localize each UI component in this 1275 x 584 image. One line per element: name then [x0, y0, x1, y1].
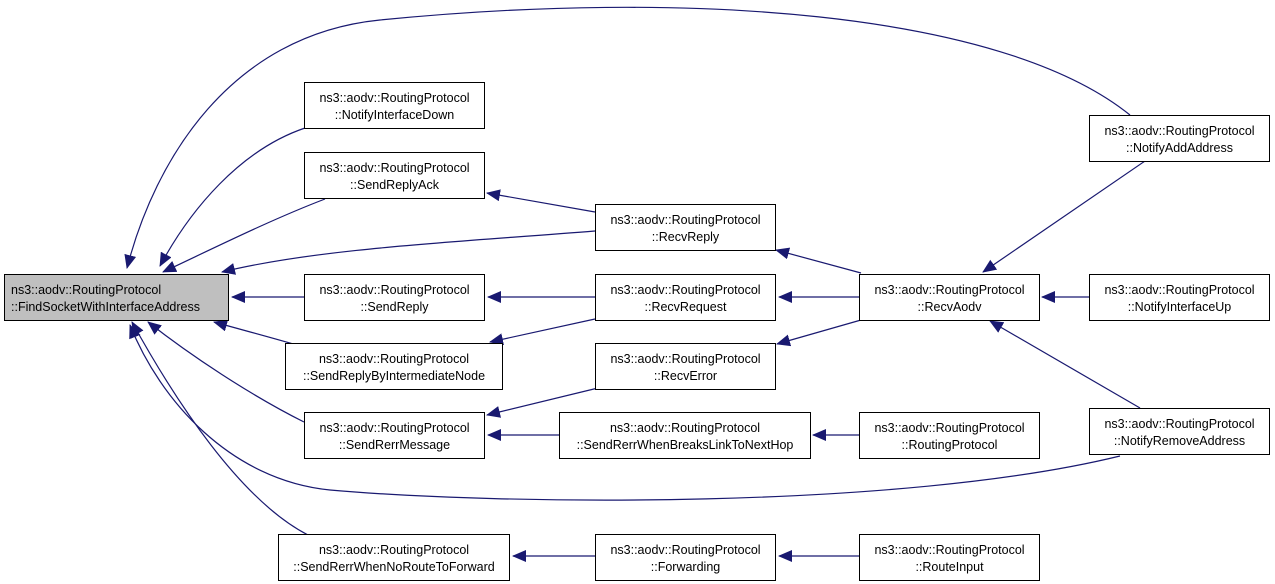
node-method-label: ::RecvAodv — [917, 300, 982, 314]
node-method-label: ::RouteInput — [915, 560, 984, 574]
node-method-label: ::FindSocketWithInterfaceAddress — [11, 300, 200, 314]
node-route-input[interactable]: ns3::aodv::RoutingProtocol ::RouteInput — [859, 534, 1040, 581]
node-class-label: ns3::aodv::RoutingProtocol — [318, 543, 470, 557]
edge-recv-aodv-to-recv-error — [776, 319, 862, 347]
node-send-reply-by-intermediate-node[interactable]: ns3::aodv::RoutingProtocol ::SendReplyBy… — [285, 343, 503, 390]
node-class-label: ns3::aodv::RoutingProtocol — [318, 352, 470, 366]
node-class-label: ns3::aodv::RoutingProtocol — [610, 213, 761, 227]
node-class-label: ns3::aodv::RoutingProtocol — [1104, 283, 1255, 297]
node-class-label: ns3::aodv::RoutingProtocol — [610, 352, 761, 366]
node-class-label: ns3::aodv::RoutingProtocol — [319, 283, 470, 297]
node-class-label: ns3::aodv::RoutingProtocol — [609, 421, 761, 435]
node-class-label: ns3::aodv::RoutingProtocol — [1104, 124, 1255, 138]
node-recv-request[interactable]: ns3::aodv::RoutingProtocol ::RecvRequest — [595, 274, 776, 321]
node-send-reply[interactable]: ns3::aodv::RoutingProtocol ::SendReply — [304, 274, 485, 321]
node-method-label: ::NotifyRemoveAddress — [1113, 434, 1246, 448]
node-notify-remove-address[interactable]: ns3::aodv::RoutingProtocol ::NotifyRemov… — [1089, 408, 1270, 455]
node-recv-error[interactable]: ns3::aodv::RoutingProtocol ::RecvError — [595, 343, 776, 390]
node-forwarding[interactable]: ns3::aodv::RoutingProtocol ::Forwarding — [595, 534, 776, 581]
node-class-label: ns3::aodv::RoutingProtocol — [610, 543, 761, 557]
node-class-label: ns3::aodv::RoutingProtocol — [874, 283, 1025, 297]
node-send-reply-ack[interactable]: ns3::aodv::RoutingProtocol ::SendReplyAc… — [304, 152, 485, 199]
edge-recv-reply-to-send-reply-ack — [486, 189, 596, 213]
node-method-label: ::SendRerrWhenNoRouteToForward — [293, 560, 495, 574]
node-method-label: ::SendRerrMessage — [338, 438, 451, 452]
node-method-label: ::NotifyInterfaceUp — [1127, 300, 1232, 314]
edge-notify-add-address-to-recv-aodv — [982, 160, 1146, 273]
node-recv-aodv[interactable]: ns3::aodv::RoutingProtocol ::RecvAodv — [859, 274, 1040, 321]
node-notify-interface-up[interactable]: ns3::aodv::RoutingProtocol ::NotifyInter… — [1089, 274, 1270, 321]
edge-notify-remove-address-to-recv-aodv — [989, 320, 1141, 409]
edge-send-rerr-no-route-to-find-socket — [131, 321, 309, 536]
node-class-label: ns3::aodv::RoutingProtocol — [11, 283, 162, 297]
node-method-label: ::Forwarding — [650, 560, 721, 574]
node-method-label: ::SendReplyByIntermediateNode — [302, 369, 486, 383]
edge-notify-remove-address-to-find-socket — [129, 324, 1121, 501]
node-method-label: ::SendReplyAck — [350, 178, 439, 192]
edge-recv-request-to-send-reply-intermediate — [489, 318, 596, 346]
node-class-label: ns3::aodv::RoutingProtocol — [319, 91, 470, 105]
edge-recv-aodv-to-recv-reply — [775, 247, 862, 274]
node-notify-add-address[interactable]: ns3::aodv::RoutingProtocol ::NotifyAddAd… — [1089, 115, 1270, 162]
edge-recv-error-to-send-rerr-message — [486, 387, 599, 418]
edge-notify-add-address-to-find-socket — [124, 6, 1131, 269]
node-notify-interface-down[interactable]: ns3::aodv::RoutingProtocol ::NotifyInter… — [304, 82, 485, 129]
node-method-label: ::RecvReply — [651, 230, 720, 244]
node-class-label: ns3::aodv::RoutingProtocol — [1104, 417, 1255, 431]
edge-recv-reply-to-find-socket — [221, 230, 596, 275]
node-class-label: ns3::aodv::RoutingProtocol — [319, 421, 470, 435]
node-method-label: ::NotifyInterfaceDown — [334, 108, 455, 122]
node-recv-reply[interactable]: ns3::aodv::RoutingProtocol ::RecvReply — [595, 204, 776, 251]
node-method-label: ::SendRerrWhenBreaksLinkToNextHop — [576, 438, 794, 452]
node-send-rerr-when-breaks-link-to-next-hop[interactable]: ns3::aodv::RoutingProtocol ::SendRerrWhe… — [559, 412, 811, 459]
node-method-label: ::NotifyAddAddress — [1126, 141, 1233, 155]
node-method-label: ::RecvError — [653, 369, 718, 383]
node-routing-protocol-constructor[interactable]: ns3::aodv::RoutingProtocol ::RoutingProt… — [859, 412, 1040, 459]
node-class-label: ns3::aodv::RoutingProtocol — [610, 283, 761, 297]
node-method-label: ::RoutingProtocol — [901, 438, 998, 452]
node-method-label: ::SendReply — [360, 300, 429, 314]
node-method-label: ::RecvRequest — [644, 300, 727, 314]
node-class-label: ns3::aodv::RoutingProtocol — [874, 421, 1025, 435]
node-send-rerr-message[interactable]: ns3::aodv::RoutingProtocol ::SendRerrMes… — [304, 412, 485, 459]
node-class-label: ns3::aodv::RoutingProtocol — [874, 543, 1025, 557]
edge-notify-interface-down-to-find-socket — [159, 127, 306, 267]
node-class-label: ns3::aodv::RoutingProtocol — [319, 161, 470, 175]
edge-send-reply-ack-to-find-socket — [162, 198, 326, 273]
node-find-socket-with-interface-address[interactable]: ns3::aodv::RoutingProtocol ::FindSocketW… — [4, 274, 229, 321]
edge-send-rerr-message-to-find-socket — [147, 321, 305, 423]
node-send-rerr-when-no-route-to-forward[interactable]: ns3::aodv::RoutingProtocol ::SendRerrWhe… — [278, 534, 510, 581]
